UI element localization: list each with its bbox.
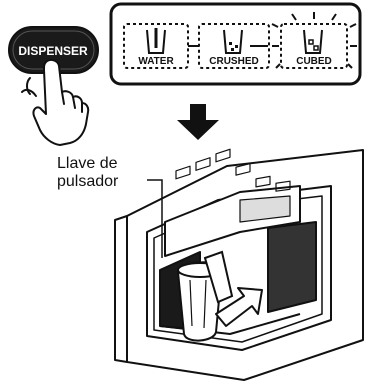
pointing-hand-icon: [21, 58, 90, 146]
water-glass-icon: [146, 28, 166, 54]
cubed-glass-icon: [303, 29, 323, 54]
mode-water: WATER: [123, 23, 189, 69]
push-arrow-icon: [215, 287, 263, 327]
selected-glow-rays: [271, 12, 357, 69]
callout-line-1: Llave de: [57, 155, 118, 172]
refrigerator-door: [114, 148, 364, 381]
control-panel-buttons: [175, 148, 291, 192]
dispenser-button-label: DISPENSER: [18, 44, 88, 58]
callout-leader-line: [147, 179, 163, 258]
mode-panel: WATER CRUSHED CUBED: [109, 2, 362, 86]
callout-line-2: pulsador: [57, 173, 119, 190]
callout-label: Llave de pulsador: [57, 155, 118, 191]
crushed-glass-icon: [223, 29, 243, 54]
dispenser-lever: [203, 250, 234, 304]
mode-crushed-label: CRUSHED: [209, 56, 258, 67]
mode-water-label: WATER: [138, 56, 174, 67]
dispenser-button: DISPENSER: [8, 26, 99, 74]
mode-crushed: CRUSHED: [198, 23, 270, 69]
down-arrow-icon: [177, 104, 219, 140]
mode-cubed: CUBED: [271, 12, 357, 69]
mode-cubed-label: CUBED: [296, 56, 332, 67]
